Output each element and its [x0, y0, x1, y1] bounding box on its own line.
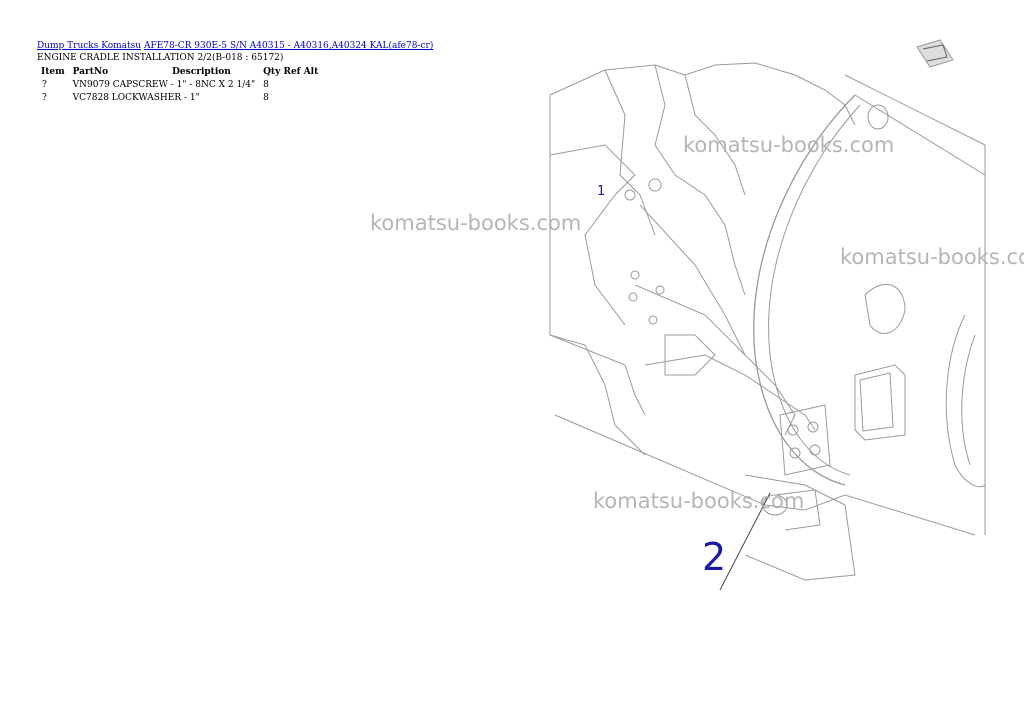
callout-1: 1 — [597, 184, 605, 199]
flywheel-housing — [753, 74, 986, 535]
cell-description: VN9079 CAPSCREW - 1" - 8NC X 2 1/4" — [72, 80, 256, 90]
watermark: komatsu-books.com — [593, 489, 805, 513]
breadcrumb: Dump Trucks Komatsu AFE78-CR 930E-5 S/N … — [37, 40, 433, 52]
watermark: komatsu-books.com — [683, 133, 895, 157]
parts-table: Item PartNo Description Qty Ref Alt ? VN… — [37, 66, 322, 105]
callout-2: 2 — [702, 535, 726, 579]
watermark: komatsu-books.com — [370, 211, 582, 235]
parts-diagram: 1 2 — [549, 39, 986, 590]
cell-item: ? — [42, 93, 47, 103]
bolt-fasteners — [624, 178, 665, 325]
breadcrumb-link-category[interactable]: Dump Trucks Komatsu — [37, 41, 142, 51]
engine-mount-bracket — [744, 364, 906, 581]
callout-leader-line — [719, 492, 771, 590]
cell-description: VC7828 LOCKWASHER - 1" — [72, 93, 200, 103]
col-qty-ref-alt: Qty Ref Alt — [263, 67, 319, 77]
table-row: ? VN9079 CAPSCREW - 1" - 8NC X 2 1/4" 8 — [37, 79, 322, 92]
col-description: Description — [172, 67, 231, 77]
engine-block-outline — [549, 62, 976, 536]
table-row: ? VC7828 LOCKWASHER - 1" 8 — [37, 92, 322, 105]
watermark: komatsu-books.com — [840, 245, 1024, 269]
table-header-row: Item PartNo Description Qty Ref Alt — [37, 66, 322, 79]
arrow-icon — [916, 39, 954, 68]
cell-qty: 8 — [263, 93, 269, 103]
col-partno: PartNo — [72, 67, 109, 77]
cell-qty: 8 — [263, 80, 269, 90]
page-title: ENGINE CRADLE INSTALLATION 2/2(B-018 : 6… — [37, 53, 284, 63]
breadcrumb-link-model[interactable]: AFE78-CR 930E-5 S/N A40315 - A40316,A403… — [143, 41, 434, 51]
cell-item: ? — [42, 80, 47, 90]
col-item: Item — [41, 67, 65, 77]
